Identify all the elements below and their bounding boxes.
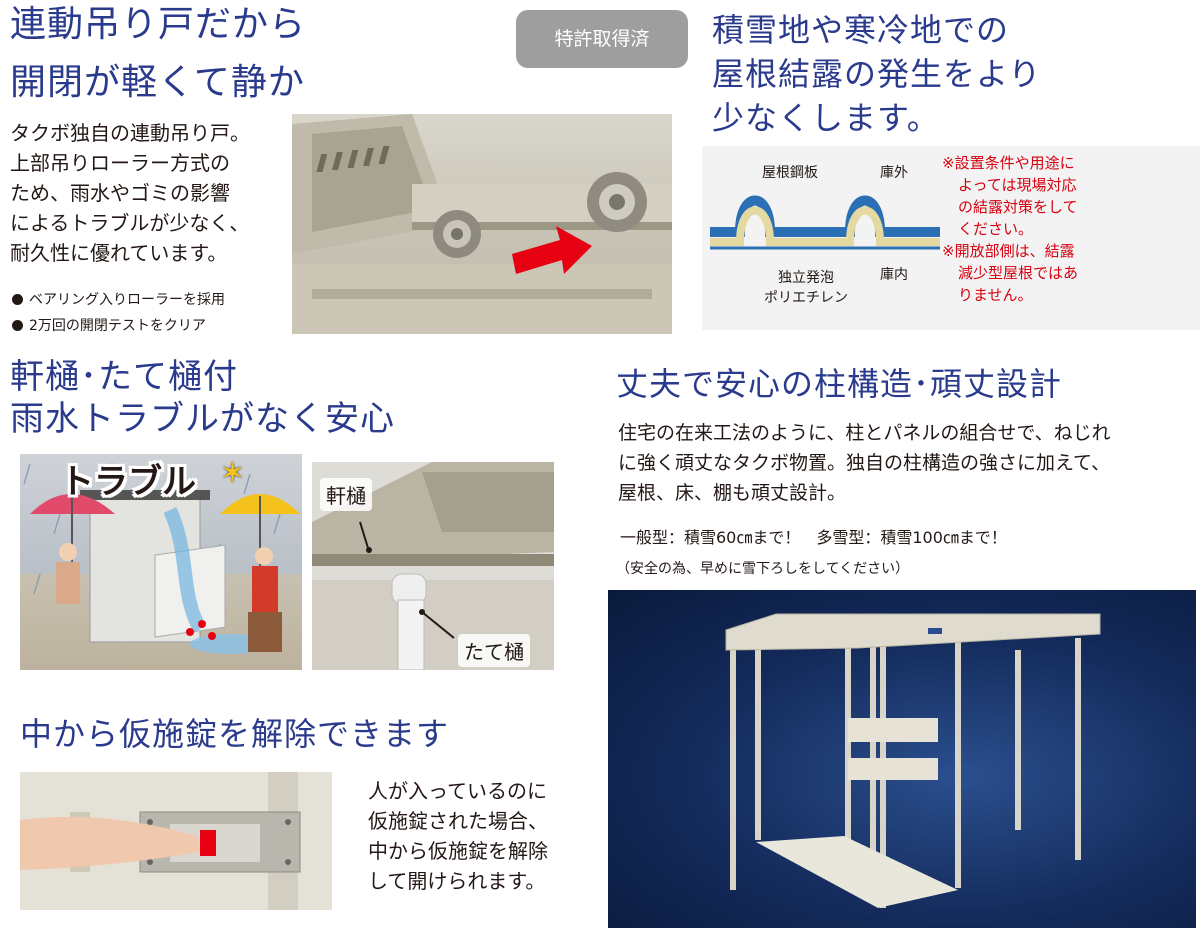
note-line: よっては現場対応 — [958, 176, 1077, 194]
sec2-title: 積雪地や寒冷地での 屋根結露の発生をより 少なくします。 — [712, 8, 1192, 140]
snow-note: （安全の為、早めに雪下ろしをしてください） — [616, 561, 910, 577]
bullet-item: 2万回の開閉テストをクリア — [12, 313, 302, 339]
gutter-photo: 軒樋 たて樋 — [312, 462, 554, 670]
note-line: ※開放部側は、結露 — [942, 242, 1075, 260]
sec5-body-line: して開けられます。 — [368, 869, 546, 893]
sec1-body-line: 上部吊りローラー方式の — [10, 151, 230, 175]
sec5-body-line: 人が入っているのに — [368, 779, 547, 803]
roof-cross-section — [710, 195, 940, 250]
label-outside: 庫外 — [880, 165, 908, 181]
label-foam-line1: 独立発泡 — [778, 270, 834, 286]
sec3-title: 軒樋･たて樋付 雨水トラブルがなく安心 — [10, 356, 570, 440]
note-line: の結露対策をして — [958, 198, 1078, 216]
sec1-title-line1: 連動吊り戸だから — [10, 4, 307, 45]
rain-scene — [23, 463, 300, 654]
sec3-title-line2: 雨水トラブルがなく安心 — [10, 399, 395, 439]
lock-illustration — [20, 772, 332, 910]
burst-icon: ✶ — [220, 456, 246, 491]
note-line: ください。 — [958, 220, 1034, 238]
roof-diagram-panel: 屋根鋼板 庫外 独立発泡 ポリエチレン 庫内 ※設置条件や用途に よっては現場対… — [702, 146, 1200, 330]
sec1-body: タクボ独自の連動吊り戸。 上部吊りローラー方式の ため、雨水やゴミの影響 による… — [10, 118, 300, 268]
roller-illustration — [292, 114, 672, 334]
sec3-title-line1: 軒樋･たて樋付 — [10, 357, 238, 397]
label-foam: 独立発泡 ポリエチレン — [764, 268, 848, 308]
lock-release-photo — [20, 772, 332, 910]
sec1-body-line: タクボ独自の連動吊り戸。 — [10, 121, 250, 145]
sec2-notes: ※設置条件や用途に よっては現場対応 の結露対策をして ください。 ※開放部側は… — [942, 152, 1112, 306]
label-downspout: たて樋 — [458, 634, 530, 667]
sec4-body: 住宅の在来工法のように、柱とパネルの組合せで、ねじれ に強く頑丈なタクボ物置。独… — [618, 418, 1198, 508]
sec1-title: 連動吊り戸だから 開閉が軽くて静か — [10, 2, 450, 106]
note-line: ※設置条件や用途に — [942, 154, 1075, 172]
label-inside: 庫内 — [880, 267, 908, 283]
note-line: りません。 — [958, 286, 1033, 304]
label-roof-steel: 屋根鋼板 — [762, 165, 818, 181]
sec4-body-line: 住宅の在来工法のように、柱とパネルの組合せで、ねじれ — [618, 422, 1111, 444]
shed-frame-photo — [608, 590, 1196, 928]
bullet-item: ベアリング入りローラーを採用 — [12, 287, 302, 313]
sec2-title-line3: 少なくします。 — [712, 99, 940, 137]
sec2-title-line1: 積雪地や寒冷地での — [712, 11, 1010, 49]
snow-load-line: 一般型：積雪60㎝まで！ 多雪型：積雪100㎝まで！ — [620, 528, 1007, 547]
sec1-body-line: ため、雨水やゴミの影響 — [10, 181, 230, 205]
sec1-bullets: ベアリング入りローラーを採用 2万回の開閉テストをクリア — [12, 287, 302, 339]
trouble-illustration: トラブル ✶ — [20, 454, 302, 670]
sec4-body-line: に強く頑丈なタクボ物置。独自の柱構造の強さに加えて、 — [618, 452, 1111, 474]
label-foam-line2: ポリエチレン — [764, 290, 848, 306]
sec1-body-line: によるトラブルが少なく、 — [10, 211, 250, 235]
label-eave-gutter: 軒樋 — [320, 478, 372, 511]
sec2-title-line2: 屋根結露の発生をより — [712, 55, 1042, 93]
sec4-body-line: 屋根、床、棚も頑丈設計。 — [618, 482, 847, 504]
shed-frame-illustration — [725, 613, 1101, 908]
sec5-title: 中から仮施錠を解除できます — [20, 715, 450, 753]
patent-badge: 特許取得済 — [516, 10, 688, 68]
sec5-body-line: 仮施錠された場合、 — [368, 809, 548, 833]
roller-photo — [292, 114, 672, 334]
sec4-title: 丈夫で安心の柱構造･頑丈設計 — [616, 365, 1063, 403]
note-line: 減少型屋根ではあ — [958, 264, 1079, 282]
sec1-body-line: 耐久性に優れています。 — [10, 241, 228, 265]
sec5-body-line: 中から仮施錠を解除 — [368, 839, 548, 863]
sec1-title-line2: 開閉が軽くて静か — [10, 62, 305, 103]
trouble-label: トラブル — [60, 462, 196, 502]
sec5-body: 人が入っているのに 仮施錠された場合、 中から仮施錠を解除 して開けられます。 — [368, 776, 608, 896]
